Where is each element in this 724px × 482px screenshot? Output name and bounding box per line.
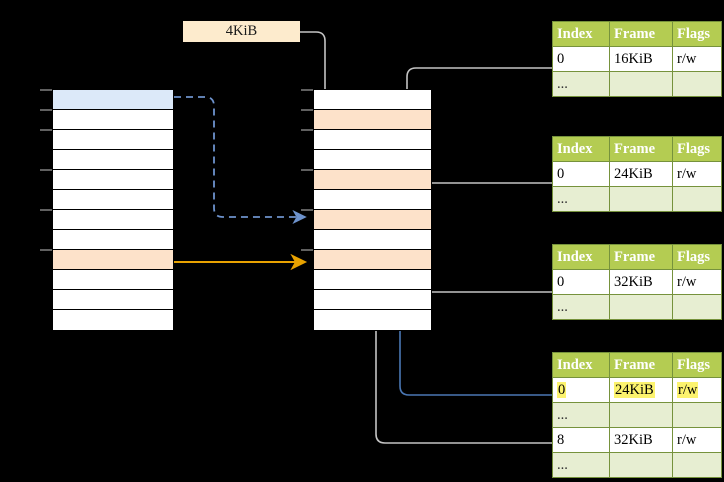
mem-row xyxy=(314,250,431,270)
cell-frame: 32KiB xyxy=(609,427,673,453)
page-table-3: Index Frame Flags 0 32KiB r/w ... xyxy=(552,244,722,320)
highlighted-value: r/w xyxy=(677,381,699,398)
cell-frame xyxy=(609,186,673,212)
cell-index: ... xyxy=(552,402,610,428)
cell-index: ... xyxy=(552,186,610,212)
cell-flags xyxy=(672,402,722,428)
page-table-2: Index Frame Flags 0 24KiB r/w ... xyxy=(552,136,722,212)
physical-memory-column xyxy=(313,89,432,331)
column-header-index: Index xyxy=(552,244,610,270)
table-header-row: Index Frame Flags xyxy=(552,244,722,270)
mem-row xyxy=(53,310,173,330)
mem-row xyxy=(314,170,431,190)
mem-row xyxy=(53,90,173,110)
table-row-ellipsis: ... xyxy=(552,294,722,320)
mem-row xyxy=(53,210,173,230)
cell-index: 0 xyxy=(552,161,610,187)
mem-row xyxy=(53,170,173,190)
mem-row xyxy=(314,190,431,210)
table-row[interactable]: 8 32KiB r/w xyxy=(552,427,722,453)
cell-index: 8 xyxy=(552,427,610,453)
table-row-ellipsis: ... xyxy=(552,186,722,212)
table-row-ellipsis: ... xyxy=(552,452,722,478)
mem-row xyxy=(53,250,173,270)
column-header-flags: Flags xyxy=(672,136,722,162)
table-row-highlighted[interactable]: 0 24KiB r/w xyxy=(552,377,722,403)
page-table-1: Index Frame Flags 0 16KiB r/w ... xyxy=(552,21,722,97)
cell-frame xyxy=(609,294,673,320)
cell-frame: 24KiB xyxy=(609,161,673,187)
column-header-frame: Frame xyxy=(609,136,673,162)
cell-flags xyxy=(672,71,722,97)
cell-frame: 16KiB xyxy=(609,46,673,72)
cell-flags xyxy=(672,186,722,212)
size-label-4kib: 4KiB xyxy=(183,21,300,42)
table-row-ellipsis: ... xyxy=(552,71,722,97)
mem-row xyxy=(314,130,431,150)
cell-flags: r/w xyxy=(672,161,722,187)
cell-frame: 32KiB xyxy=(609,269,673,295)
table-header-row: Index Frame Flags xyxy=(552,136,722,162)
highlighted-value: 0 xyxy=(557,381,567,398)
mem-row xyxy=(53,270,173,290)
mem-row xyxy=(314,270,431,290)
cell-index: 0 xyxy=(552,377,610,403)
table-row[interactable]: 0 24KiB r/w xyxy=(552,161,722,187)
table-row-ellipsis: ... xyxy=(552,402,722,428)
mem-row xyxy=(314,230,431,250)
column-header-frame: Frame xyxy=(609,244,673,270)
middle-column-tick-marks xyxy=(301,89,313,251)
mem-row xyxy=(314,110,431,130)
column-header-flags: Flags xyxy=(672,352,722,378)
column-header-index: Index xyxy=(552,352,610,378)
mem-row xyxy=(314,90,431,110)
cell-flags: r/w xyxy=(672,427,722,453)
cell-index: ... xyxy=(552,294,610,320)
column-header-index: Index xyxy=(552,136,610,162)
cell-flags xyxy=(672,294,722,320)
column-header-flags: Flags xyxy=(672,21,722,47)
mem-row xyxy=(314,290,431,310)
column-header-frame: Frame xyxy=(609,352,673,378)
table-header-row: Index Frame Flags xyxy=(552,352,722,378)
cell-flags xyxy=(672,452,722,478)
highlighted-value: 24KiB xyxy=(614,381,655,398)
table-header-row: Index Frame Flags xyxy=(552,21,722,47)
cell-frame xyxy=(609,452,673,478)
virtual-address-space-column xyxy=(52,89,174,331)
mem-row xyxy=(53,150,173,170)
wire-vaddr-to-frame-dashed xyxy=(174,96,307,225)
left-column-tick-marks xyxy=(40,89,52,251)
page-table-4: Index Frame Flags 0 24KiB r/w ... 8 32Ki… xyxy=(552,352,722,478)
cell-frame: 24KiB xyxy=(609,377,673,403)
cell-flags: r/w xyxy=(672,377,722,403)
table-row[interactable]: 0 32KiB r/w xyxy=(552,269,722,295)
mem-row xyxy=(314,210,431,230)
cell-frame xyxy=(609,402,673,428)
cell-frame xyxy=(609,71,673,97)
column-header-index: Index xyxy=(552,21,610,47)
cell-index: 0 xyxy=(552,46,610,72)
cell-index: 0 xyxy=(552,269,610,295)
cell-flags: r/w xyxy=(672,46,722,72)
mem-row xyxy=(53,130,173,150)
column-header-flags: Flags xyxy=(672,244,722,270)
cell-index: ... xyxy=(552,452,610,478)
mem-row xyxy=(53,290,173,310)
mem-row xyxy=(314,150,431,170)
cell-flags: r/w xyxy=(672,269,722,295)
table-row[interactable]: 0 16KiB r/w xyxy=(552,46,722,72)
mem-row xyxy=(53,230,173,250)
column-header-frame: Frame xyxy=(609,21,673,47)
cell-index: ... xyxy=(552,71,610,97)
mem-row xyxy=(53,190,173,210)
mem-row xyxy=(53,110,173,130)
mem-row xyxy=(314,310,431,330)
